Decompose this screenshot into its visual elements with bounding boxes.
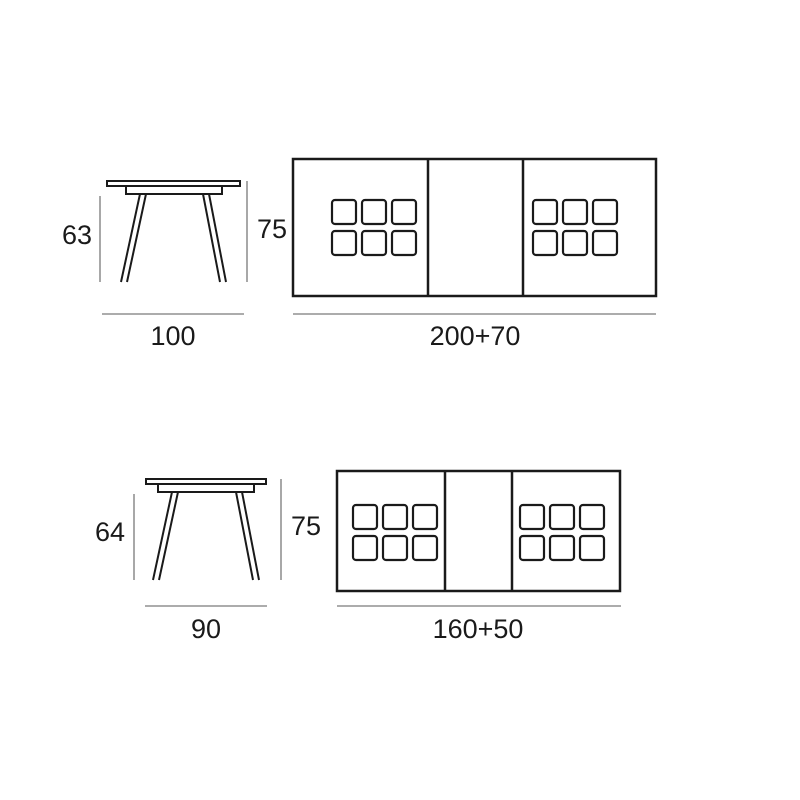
chair-icon	[561, 229, 589, 257]
table-1-length-label: 200+70	[430, 321, 521, 351]
chair-icon	[360, 229, 388, 257]
chair-icon	[548, 534, 576, 562]
chair-icon	[351, 503, 379, 531]
table-1-side-leg-left	[120, 193, 147, 283]
chair-icon	[411, 534, 439, 562]
table-2-side-leg-left	[152, 491, 179, 581]
table-1-side-leg-right	[202, 193, 227, 283]
chair-icon	[381, 503, 409, 531]
table-2-chairs-right	[518, 503, 606, 562]
table-1-top-view	[291, 157, 658, 298]
chair-icon	[531, 229, 559, 257]
chair-icon	[518, 503, 546, 531]
chair-icon	[360, 198, 388, 226]
table-1-top-height-label: 75	[257, 214, 287, 244]
table-2: 64 75 90	[95, 469, 622, 644]
chair-icon	[351, 534, 379, 562]
table-2-width-label: 90	[191, 614, 221, 644]
chair-icon	[381, 534, 409, 562]
chair-icon	[548, 503, 576, 531]
table-1: 63 75 100	[62, 157, 658, 351]
table-2-top-outline	[335, 469, 622, 593]
table-1-top-outline	[291, 157, 658, 298]
chair-icon	[330, 198, 358, 226]
table-2-side-view	[145, 478, 267, 581]
chair-icon	[591, 229, 619, 257]
chair-icon	[518, 534, 546, 562]
chair-icon	[561, 198, 589, 226]
chair-icon	[578, 503, 606, 531]
table-2-side-leg-right	[235, 491, 260, 581]
chair-icon	[390, 229, 418, 257]
table-2-length-label: 160+50	[433, 614, 524, 644]
table-1-width-label: 100	[150, 321, 195, 351]
table-1-side-apron	[125, 185, 223, 195]
chair-icon	[591, 198, 619, 226]
table-2-top-height-label: 75	[291, 511, 321, 541]
table-1-side-height-label: 63	[62, 220, 92, 250]
chair-icon	[531, 198, 559, 226]
table-2-top-view	[335, 469, 622, 593]
chair-icon	[390, 198, 418, 226]
table-1-side-view	[106, 180, 241, 283]
chair-icon	[578, 534, 606, 562]
table-1-chairs-right	[531, 198, 619, 257]
table-2-side-apron	[157, 483, 255, 493]
table-2-side-height-label: 64	[95, 517, 125, 547]
chair-icon	[411, 503, 439, 531]
table-1-chairs-left	[330, 198, 418, 257]
chair-icon	[330, 229, 358, 257]
table-2-chairs-left	[351, 503, 439, 562]
